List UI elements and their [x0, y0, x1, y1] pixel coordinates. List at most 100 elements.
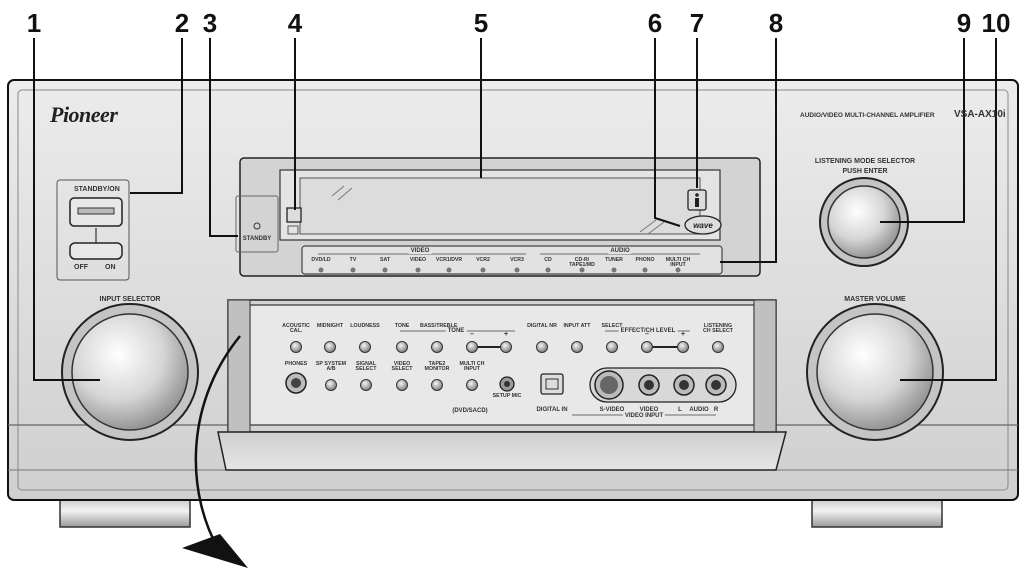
display-input-led: [675, 267, 681, 273]
callout-4: 4: [287, 8, 303, 38]
row1-label-10: –: [645, 331, 649, 338]
row1-label-9: SELECT: [601, 323, 623, 329]
row1-label-1: MIDNIGHT: [316, 323, 344, 329]
row1-button-10[interactable]: [641, 341, 653, 353]
callout-9: 9: [956, 8, 972, 38]
row1-button-1[interactable]: [324, 341, 336, 353]
digital-in-jack: [540, 373, 564, 395]
model-name: VSA-AX10i: [954, 109, 1006, 120]
row1-label-5: –: [470, 331, 474, 338]
row2-button-4[interactable]: [431, 379, 443, 391]
row2-button-1[interactable]: [325, 379, 337, 391]
row1-button-3[interactable]: [396, 341, 408, 353]
display-input-led: [642, 267, 648, 273]
row1-label-8: INPUT ATT: [563, 323, 591, 329]
svg-text:wave: wave: [693, 221, 713, 230]
fl-display: [299, 177, 701, 235]
tone-group-label: TONE: [445, 328, 467, 334]
off-label: OFF: [74, 264, 88, 271]
audio-label: AUDIO: [689, 407, 709, 413]
row2-label-1: SP SYSTEM A/B: [315, 361, 347, 373]
row1-label-2: LOUDNESS: [350, 323, 380, 329]
display-input-0: DVD/LD: [311, 257, 331, 263]
callout-10: 10: [981, 8, 1011, 38]
row1-label-0: ACOUSTIC CAL.: [282, 323, 310, 335]
row1-label-6: +: [503, 331, 509, 338]
display-input-5: VCR2: [476, 257, 490, 263]
display-input-led: [415, 267, 421, 273]
display-input-6: VCR3: [510, 257, 524, 263]
callout-lines: [33, 38, 997, 381]
row1-label-4: BASS/TREBLE: [420, 323, 458, 329]
dvd-sacd-label: (DVD/SACD): [452, 408, 488, 414]
row1-button-8[interactable]: [571, 341, 583, 353]
display-input-led: [318, 267, 324, 273]
row1-button-11[interactable]: [677, 341, 689, 353]
listening-mode-label-2: PUSH ENTER: [842, 168, 888, 175]
standby-on-label: STANDBY/ON: [74, 186, 120, 193]
display-input-led: [514, 267, 520, 273]
callout-2: 2: [174, 8, 190, 38]
display-input-7: CD: [544, 257, 552, 263]
power-button: [69, 242, 123, 260]
model-line: AUDIO/VIDEO MULTI-CHANNEL AMPLIFIER: [800, 112, 935, 119]
row2-label-0: PHONES: [284, 361, 308, 367]
display-input-3: VIDEO: [409, 257, 427, 263]
row1-label-12: LISTENING CH SELECT: [702, 323, 734, 335]
video-input-label: VIDEO INPUT: [622, 413, 666, 419]
display-input-11: MULTI CH INPUT: [665, 257, 691, 269]
display-input-2: SAT: [380, 257, 390, 263]
display-input-led: [446, 267, 452, 273]
display-input-led: [579, 267, 585, 273]
row1-label-3: TONE: [394, 323, 410, 329]
display-input-led: [480, 267, 486, 273]
row2-label-2: SIGNAL SELECT: [355, 361, 377, 373]
row1-button-12[interactable]: [712, 341, 724, 353]
display-input-led: [611, 267, 617, 273]
row1-button-2[interactable]: [359, 341, 371, 353]
on-label: ON: [105, 264, 116, 271]
r-label: R: [713, 407, 719, 413]
row1-button-4[interactable]: [431, 341, 443, 353]
callout-1: 1: [26, 8, 42, 38]
row1-button-5[interactable]: [466, 341, 478, 353]
row2-label-4: TAPE2 MONITOR: [424, 361, 450, 373]
front-door: [217, 431, 787, 471]
s-video-label: S-VIDEO: [599, 407, 625, 413]
row1-label-7: DIGITAL NR: [527, 323, 557, 329]
display-input-1: TV: [349, 257, 357, 263]
display-input-10: PHONO: [635, 257, 655, 263]
listening-mode-label-1: LISTENING MODE SELECTOR: [814, 158, 916, 165]
row1-button-7[interactable]: [536, 341, 548, 353]
mode-indicator: [684, 215, 722, 235]
display-input-9: TUNER: [605, 257, 623, 263]
row2-button-2[interactable]: [360, 379, 372, 391]
display-input-4: VCR1/DVR: [435, 257, 463, 263]
video-input-panel: [589, 367, 737, 403]
row1-button-0[interactable]: [290, 341, 302, 353]
row2-button-3[interactable]: [396, 379, 408, 391]
callout-5: 5: [473, 8, 489, 38]
display-input-led: [350, 267, 356, 273]
standby-label: STANDBY: [242, 236, 272, 242]
digital-in-label: DIGITAL IN: [536, 407, 568, 413]
callout-7: 7: [689, 8, 705, 38]
row1-label-11: +: [680, 331, 686, 338]
audio-group-label: AUDIO: [608, 248, 632, 254]
brand-logo: Pioneer: [50, 102, 118, 127]
display-input-8: CD-R/ TAPE1/MD: [569, 257, 595, 269]
control-panel: [249, 304, 755, 426]
video-label: VIDEO: [639, 407, 659, 413]
row1-button-9[interactable]: [606, 341, 618, 353]
master-volume-label: MASTER VOLUME: [844, 296, 906, 303]
row1-button-6[interactable]: [500, 341, 512, 353]
door-open-arrow: [194, 335, 241, 549]
l-label: L: [678, 407, 682, 413]
row2-label-6: SETUP MIC: [492, 393, 522, 399]
ir-sensor: [286, 207, 302, 223]
display-input-led: [545, 267, 551, 273]
input-selector-label: INPUT SELECTOR: [99, 296, 161, 303]
row2-button-5[interactable]: [466, 379, 478, 391]
